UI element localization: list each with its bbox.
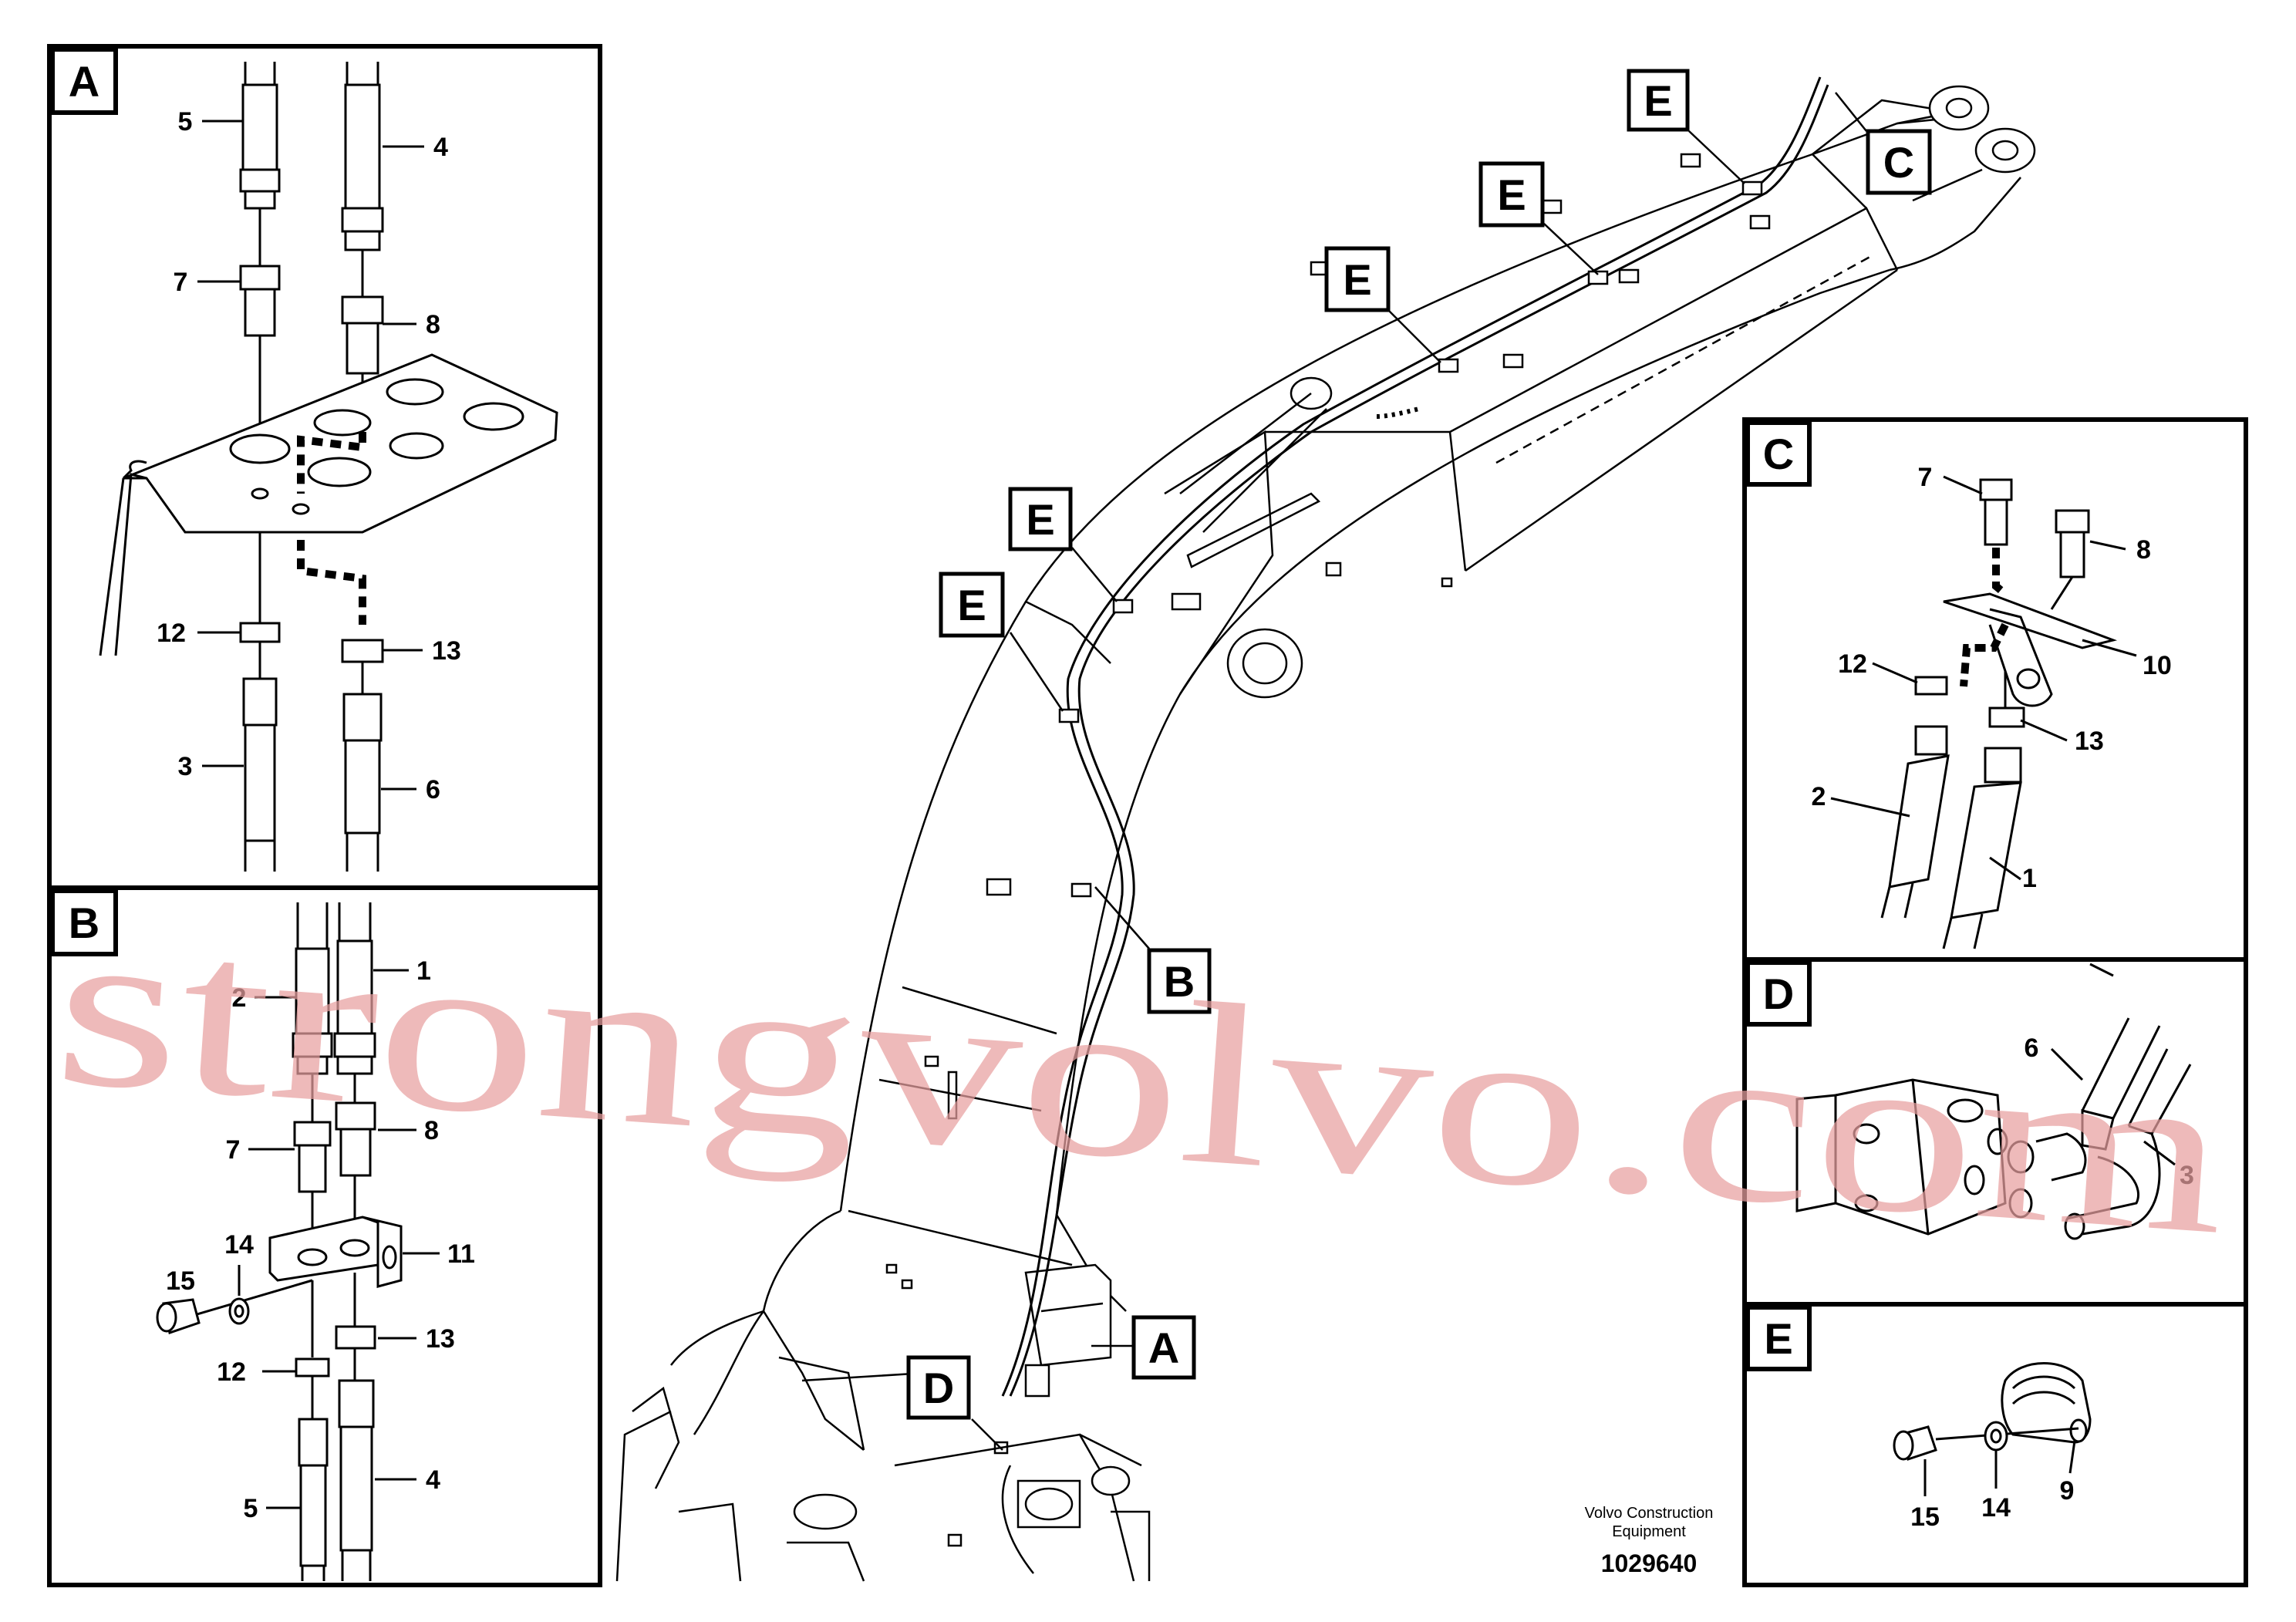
panel-a-callout-12: 12 bbox=[157, 619, 186, 648]
panel-a-callout-3: 3 bbox=[178, 752, 193, 781]
boom-callout-e-2: E bbox=[1497, 170, 1526, 219]
panel-e-letter: E bbox=[1764, 1314, 1792, 1363]
boom-callout-b: B bbox=[1164, 957, 1195, 1006]
panel-c-callout-8: 8 bbox=[2136, 535, 2151, 565]
panel-c-callout-12: 12 bbox=[1838, 649, 1867, 679]
panel-b-callout-4: 4 bbox=[426, 1465, 440, 1495]
panel-a-drawing bbox=[99, 62, 558, 872]
panel-d-letter: D bbox=[1763, 969, 1794, 1018]
panel-e-drawing bbox=[1893, 1362, 2092, 1496]
boom-callout-e-5: E bbox=[957, 581, 986, 629]
panel-c-callout-2: 2 bbox=[1812, 782, 1826, 811]
footer-company-line2: Equipment bbox=[1612, 1523, 1686, 1540]
panel-a-callout-4: 4 bbox=[433, 133, 448, 162]
boom-drawing bbox=[615, 76, 2036, 1582]
panel-a-callout-6: 6 bbox=[426, 775, 440, 804]
panel-b-callout-2: 2 bbox=[232, 983, 247, 1013]
panel-c-callout-10: 10 bbox=[2143, 651, 2172, 680]
panel-e-callout-15: 15 bbox=[1910, 1502, 1940, 1532]
boom-callout-d: D bbox=[923, 1364, 954, 1412]
panel-d-callout-6: 6 bbox=[2025, 1034, 2039, 1063]
panel-a-callout-8: 8 bbox=[426, 310, 440, 339]
panel-a-callout-5: 5 bbox=[178, 107, 193, 137]
boom-callout-e-4: E bbox=[1026, 495, 1054, 544]
panel-b-callout-7: 7 bbox=[226, 1135, 241, 1165]
panel-b-callout-8: 8 bbox=[424, 1116, 439, 1145]
panel-b-callout-12: 12 bbox=[217, 1357, 246, 1387]
panel-e-callout-14: 14 bbox=[1981, 1493, 2011, 1523]
footer-doc-number: 1029640 bbox=[1601, 1549, 1698, 1577]
panel-b-letter: B bbox=[69, 899, 99, 947]
boom-callout-e-3: E bbox=[1343, 255, 1371, 304]
panel-b-callout-11: 11 bbox=[447, 1239, 475, 1269]
panel-d-drawing bbox=[1795, 963, 2192, 1240]
panel-c-letter: C bbox=[1763, 430, 1794, 478]
panel-b-callout-15: 15 bbox=[166, 1266, 195, 1296]
panel-c-callout-13: 13 bbox=[2075, 727, 2104, 756]
panel-c-drawing bbox=[1830, 475, 2137, 949]
panel-b-callout-1: 1 bbox=[416, 956, 431, 986]
panel-a-letter: A bbox=[69, 57, 99, 106]
panel-a-callout-7: 7 bbox=[174, 268, 188, 297]
panel-c-callout-1: 1 bbox=[2022, 864, 2037, 893]
boom-callout-c: C bbox=[1883, 138, 1914, 187]
panel-b-drawing bbox=[156, 902, 440, 1581]
panel-b-callout-14: 14 bbox=[224, 1230, 254, 1259]
boom-callout-boxes bbox=[906, 69, 1932, 1420]
panel-b-callout-13: 13 bbox=[426, 1324, 455, 1354]
panel-b bbox=[47, 885, 602, 1587]
boom-callout-e-1: E bbox=[1644, 76, 1672, 125]
panel-e bbox=[1742, 1302, 2248, 1587]
panel-d-callout-3: 3 bbox=[2180, 1161, 2194, 1190]
panel-a-callout-13: 13 bbox=[432, 636, 461, 666]
panel-c-callout-7: 7 bbox=[1918, 463, 1933, 492]
boom-callout-a: A bbox=[1148, 1324, 1179, 1372]
panel-b-callout-5: 5 bbox=[244, 1494, 258, 1523]
footer-company-line1: Volvo Construction bbox=[1585, 1505, 1714, 1522]
panel-e-callout-9: 9 bbox=[2060, 1476, 2075, 1506]
